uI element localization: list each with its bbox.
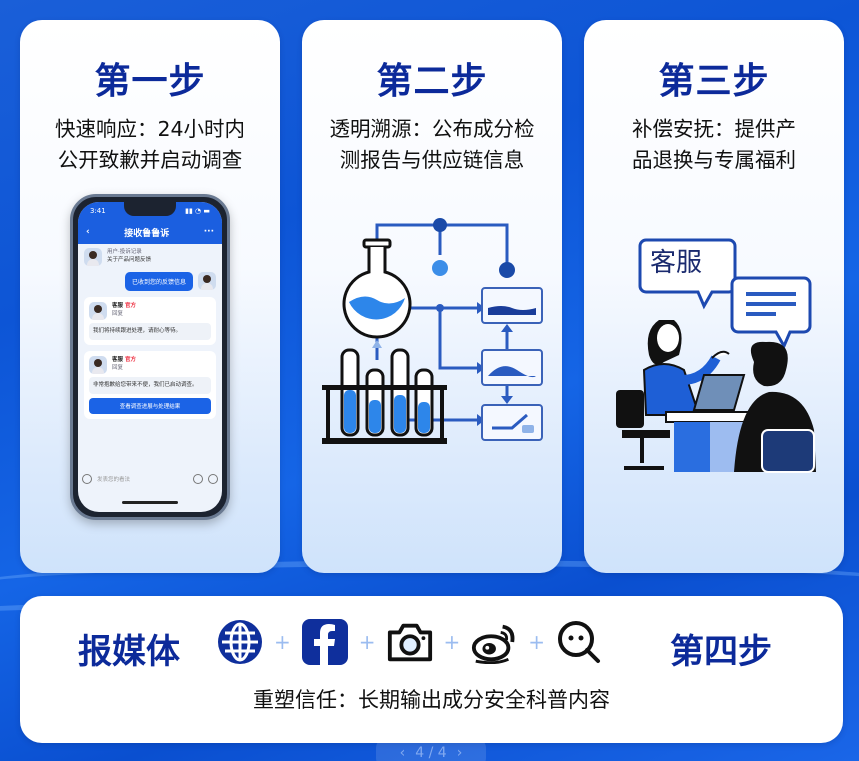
step-card-2: 第二步 透明溯源：公布成分检 测报告与供应链信息 [302,20,562,573]
chat-input[interactable]: 发表您的看法 [97,477,131,483]
chevron-left-icon[interactable]: ‹ [86,227,90,237]
weibo-icon [470,618,518,666]
step-description: 快速响应：24小时内 公开致歉并启动调查 [54,117,246,172]
facebook-icon [301,618,349,666]
step-title: 第三步 [658,61,770,102]
step-description: 补偿安抚：提供产 品退换与专属福利 [632,117,796,172]
reply-panel: 客服 官方 回复 非常抱歉给您带来不便，我们已启动调查。 查看调查进展与处理结果 [84,351,216,419]
chat-list: 用户·投诉记录 关于产品问题反馈 已收到您的反馈信息 客服 官方 回复 [84,248,216,425]
step-card-3: 第三步 补偿安抚：提供产 品退换与专属福利 客服 [584,20,844,573]
next-page-button[interactable]: › [456,745,463,761]
signal-battery-icon: ▮▮ ◔ ▬ [185,207,210,215]
step-title: 第二步 [376,61,488,102]
step-title: 第四步 [670,632,772,672]
more-dots-icon[interactable]: ··· [203,227,214,237]
step-description: 重塑信任：长期输出成分安全科普内容 [253,688,610,712]
step-title: 第一步 [94,61,206,102]
emoji-icon[interactable] [193,474,203,484]
voice-icon[interactable] [82,474,92,484]
avatar [89,356,107,374]
customer-service-icon [616,238,816,473]
chat-message: 用户·投诉记录 关于产品问题反馈 [84,248,216,266]
lab-flowchart-icon [322,218,543,444]
avatar [84,248,102,266]
globe-icon [216,618,264,666]
chat-message-outgoing: 已收到您的反馈信息 [84,272,216,291]
reply-panel: 客服 官方 回复 我们将持续跟进处理，请耐心等待。 [84,297,216,345]
media-icons: + + + + [216,618,603,666]
media-label: 报媒体 [78,632,180,672]
phone-nav-title: 接收鲁鲁诉 [124,228,170,239]
view-progress-button[interactable]: 查看调查进展与处理结果 [89,398,211,414]
search-chat-icon [555,618,603,666]
camera-icon [386,618,434,666]
smartphone-illustration: 3:41 ▮▮ ◔ ▬ ‹ 接收鲁鲁诉 ··· 用户·投诉记录 关于产品问题反馈… [70,194,230,520]
chat-input-bar[interactable]: 发表您的看法 [82,470,218,488]
speech-bubble-label: 客服 [650,248,703,278]
phone-nav-bar: ‹ 接收鲁鲁诉 ··· [78,220,222,244]
avatar [198,272,216,290]
step-card-4: 报媒体 + + + [20,596,843,743]
pagination: ‹ 4 / 4 › [376,738,486,761]
step-description: 透明溯源：公布成分检 测报告与供应链信息 [329,117,535,172]
avatar [89,302,107,320]
prev-page-button[interactable]: ‹ [399,745,406,761]
step-card-1: 第一步 快速响应：24小时内 公开致歉并启动调查 3:41 ▮▮ ◔ ▬ ‹ 接… [20,20,280,573]
add-icon[interactable] [208,474,218,484]
page-indicator: 4 / 4 [415,745,447,761]
